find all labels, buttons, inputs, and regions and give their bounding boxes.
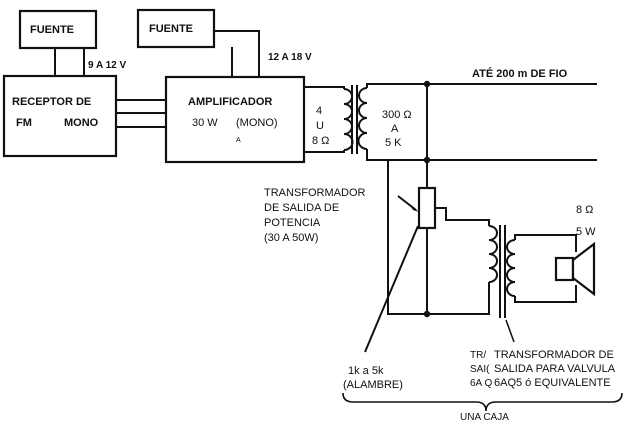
valve-transformer-secondary-coil xyxy=(506,239,516,297)
amp-supply-label: 12 A 18 V xyxy=(268,52,312,63)
fuente-left-label: FUENTE xyxy=(30,24,74,36)
receptor-label-line1: RECEPTOR DE xyxy=(12,96,91,108)
amplifier-label-mono: (MONO) xyxy=(236,117,278,129)
wiper-to-coil-wire xyxy=(435,207,490,226)
valve-caption-line2: SALIDA PARA VALVULA xyxy=(494,363,616,375)
amplifier-mark: A xyxy=(236,137,241,144)
secondary-label-300ohm: 300 Ω xyxy=(382,109,412,121)
primary-label-8ohm: 8 Ω xyxy=(312,135,329,147)
valve-caption-cut-2: SAI( xyxy=(470,364,490,375)
enclosure-label: UNA CAJA xyxy=(460,412,509,422)
secondary-label-a: A xyxy=(391,123,399,135)
output-transformer-secondary-coil xyxy=(357,87,368,150)
valve-caption-cut-3: 6A Q xyxy=(470,378,492,389)
valve-caption-line3: 6AQ5 ó EQUIVALENTE xyxy=(494,377,611,389)
fuente-left-box xyxy=(18,9,98,50)
line-wire-bot xyxy=(366,149,597,161)
line-length-label: ATÉ 200 m DE FIO xyxy=(472,67,568,80)
receptor-box xyxy=(2,74,118,158)
potentiometer-arrow xyxy=(409,204,419,212)
amp-out-wire-bot xyxy=(304,150,345,153)
valve-caption-leader xyxy=(505,319,515,343)
output-transformer-caption-1: TRANSFORMADOR xyxy=(264,187,366,199)
valve-transformer-primary-coil xyxy=(488,225,498,283)
valve-caption-line1: TRANSFORMADOR DE xyxy=(494,349,614,361)
speaker-wire-bot xyxy=(514,285,577,303)
speaker-power-label: 5 W xyxy=(576,226,596,238)
amplifier-label-power: 30 W xyxy=(192,117,218,129)
receptor-label-fm: FM xyxy=(16,117,32,129)
fuente-right-label: FUENTE xyxy=(149,23,193,35)
output-transformer-caption-3: POTENCIA xyxy=(264,217,321,229)
potentiometer-body xyxy=(417,186,437,230)
fuente-right-box xyxy=(136,8,216,49)
valve-caption-cut-1: TR/ xyxy=(470,350,486,361)
output-transformer-caption-4: (30 A 50W) xyxy=(264,232,318,244)
secondary-label-5k: 5 K xyxy=(385,137,402,149)
speaker-icon-cone xyxy=(571,241,596,297)
amplifier-box xyxy=(164,75,306,164)
pot-value-line2: (ALAMBRE) xyxy=(343,379,403,391)
receptor-supply-label: 9 A 12 V xyxy=(88,60,126,71)
primary-label-u: U xyxy=(316,120,324,132)
line-wire-top xyxy=(366,83,597,88)
primary-label-4: 4 xyxy=(316,105,322,117)
fuente-right-wire-b xyxy=(214,30,260,77)
receptor-label-mono: MONO xyxy=(64,117,99,129)
tap-wire-left xyxy=(387,159,427,315)
pot-value-leader xyxy=(364,225,419,353)
speaker-impedance-label: 8 Ω xyxy=(576,204,593,216)
speaker-wire-top xyxy=(514,234,577,252)
valve-primary-return xyxy=(427,282,490,315)
pot-value-line1: 1k a 5k xyxy=(348,365,384,377)
output-transformer-caption-2: DE SALIDA DE xyxy=(264,202,339,214)
amp-out-wire-top xyxy=(304,86,345,89)
speaker-icon-magnet xyxy=(554,256,575,282)
enclosure-bracket xyxy=(342,392,623,412)
amplifier-label-line1: AMPLIFICADOR xyxy=(188,96,272,108)
